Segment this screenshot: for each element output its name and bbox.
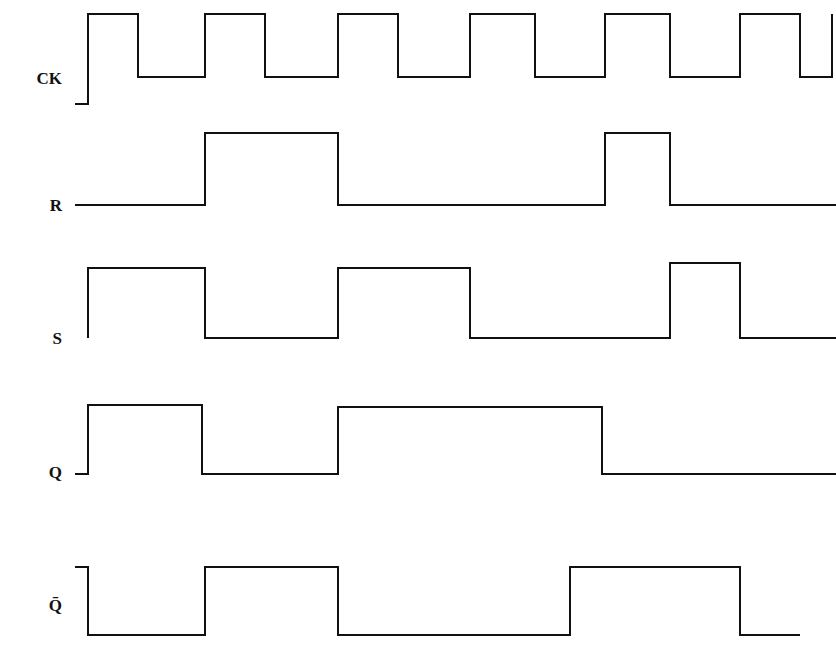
signal-name: R [50, 197, 62, 214]
q-bar-waveform [75, 567, 800, 635]
reset-waveform [75, 133, 836, 205]
signal-name: Q [49, 464, 62, 481]
clock-waveform [75, 14, 832, 104]
set-waveform [88, 263, 836, 338]
signal-name: CK [37, 70, 63, 87]
q-waveform [75, 405, 836, 474]
signal-name: S [53, 330, 62, 347]
signal-name: Q̄ [49, 597, 62, 614]
